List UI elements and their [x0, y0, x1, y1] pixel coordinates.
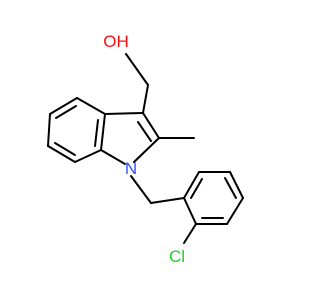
bond-c1p-c2p — [183, 197, 197, 225]
bond-c4-c5 — [49, 97, 78, 115]
bond-ch2-c1p — [150, 197, 185, 204]
bond-n1-c7a — [100, 149, 126, 165]
bond-c4p-c5p — [229, 171, 244, 199]
structure-canvas: OH N Cl — [47, 32, 244, 266]
bond-c3-c2-double — [137, 121, 152, 142]
bond-c3a-c3 — [104, 112, 144, 115]
bond-c6p-c1p — [183, 171, 200, 199]
bond-c2-n1 — [133, 137, 160, 163]
bond-c5-c6 — [47, 113, 51, 147]
nitrogen-label: N — [125, 159, 137, 178]
bond-c6-c7-double — [54, 142, 76, 156]
bond-o-ch2 — [125, 53, 149, 86]
bond-c4-c5-double — [55, 105, 77, 119]
bond-n1-ch2 — [130, 175, 152, 204]
bond-c3-c2 — [142, 112, 160, 139]
bond-c6p-c1p-double — [190, 178, 203, 199]
bond-ch2-c3 — [142, 84, 149, 114]
bond-c4p-c5p-double — [224, 177, 237, 199]
bond-layer — [47, 53, 244, 244]
bond-c3a-c4 — [76, 97, 106, 115]
bond-c7a-c3a — [100, 113, 106, 151]
atom-label-layer: OH N Cl — [103, 32, 185, 266]
molecule-structure: OH N Cl — [47, 32, 244, 266]
hydroxyl-label: OH — [103, 32, 129, 51]
bond-c6-c7 — [47, 145, 76, 163]
bond-c7-c7a — [74, 149, 102, 163]
chlorine-label: Cl — [169, 247, 185, 266]
bond-c3p-c4p — [226, 197, 244, 225]
bond-c2p-cl — [183, 223, 197, 244]
bond-c3a-c7a-double — [94, 119, 99, 147]
